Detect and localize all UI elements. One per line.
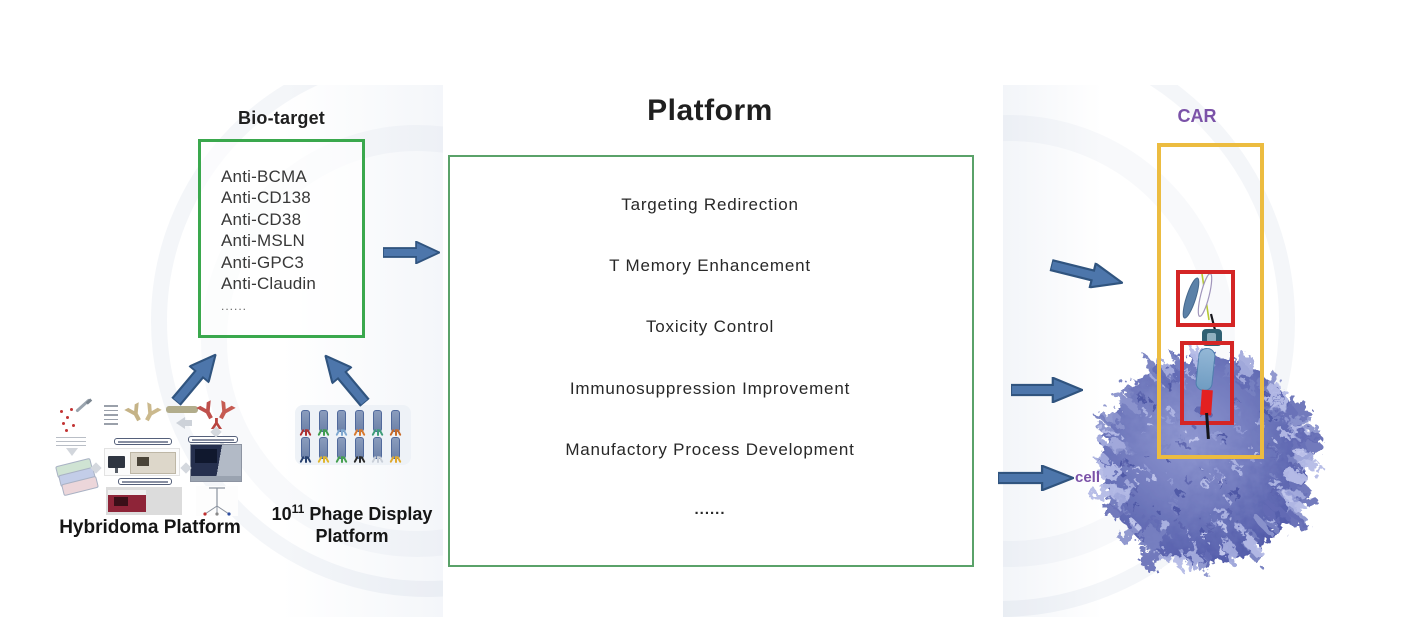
sequencer-instrument-image xyxy=(106,487,182,515)
scfv-highlight-box xyxy=(1176,270,1235,327)
phage-icon xyxy=(335,437,348,464)
phage-icon xyxy=(353,437,366,464)
mouse-immunization-sketch xyxy=(58,398,93,432)
bio-target-list: Anti-BCMA Anti-CD138 Anti-CD38 Anti-MSLN… xyxy=(221,166,316,318)
platform-item: T Memory Enhancement xyxy=(609,256,811,275)
left-arrow-icon xyxy=(176,417,192,429)
cell-label: cell xyxy=(1075,469,1101,486)
platform-item: Targeting Redirection xyxy=(621,195,799,214)
car-pointer-arrow-icon xyxy=(1048,252,1126,295)
phage-icon xyxy=(371,437,384,464)
cell-pointer-arrow-icon xyxy=(998,465,1074,491)
flow-cytometer-image xyxy=(190,444,242,482)
car-label: CAR xyxy=(1177,106,1217,126)
lab-stand-sketch xyxy=(196,486,238,516)
signaling-domain-icon xyxy=(1200,389,1213,416)
caption-lines xyxy=(56,434,86,449)
phage-icon xyxy=(317,437,330,464)
screening-instrument-image xyxy=(104,448,180,476)
bio-target-item: Anti-Claudin xyxy=(221,274,317,294)
bio-target-heading: Bio-target xyxy=(238,108,325,128)
phage-display-caption: 1011 Phage Display Platform xyxy=(271,502,433,546)
biotarget-to-platform-arrow-icon xyxy=(383,241,440,264)
scfv-domain-icon xyxy=(1182,273,1217,331)
platform-box xyxy=(448,155,974,567)
car-highlight-box xyxy=(1157,143,1264,459)
platform-title: Platform xyxy=(647,94,773,127)
down-arrow-icon xyxy=(66,448,78,456)
phage-row xyxy=(299,410,402,437)
bio-target-box xyxy=(198,139,365,338)
bio-target-item: Anti-CD38 xyxy=(221,209,302,229)
hybridoma-to-biotarget-arrow-icon xyxy=(166,346,226,410)
t-cell-image xyxy=(1089,344,1325,575)
platform-label-pill xyxy=(118,478,172,485)
bio-target-item: Anti-BCMA xyxy=(221,167,307,186)
bio-target-item: Anti-CD138 xyxy=(221,188,311,208)
phage-icon xyxy=(299,410,312,437)
hybridoma-platform-caption: Hybridoma Platform xyxy=(59,517,241,538)
label-pill xyxy=(166,406,198,413)
bio-target-item: Anti-GPC3 xyxy=(221,252,305,272)
antigen-list-sketch xyxy=(104,402,118,428)
phage-icon xyxy=(299,437,312,464)
platform-item: Manufactory Process Development xyxy=(565,440,855,459)
phage-icon xyxy=(389,437,402,464)
construct-pointer-arrow-icon xyxy=(1011,377,1083,403)
bio-target-ellipsis: ...... xyxy=(221,299,248,314)
phage-icon xyxy=(389,410,402,437)
phage-icon xyxy=(335,410,348,437)
platform-item: Toxicity Control xyxy=(645,317,775,336)
platform-label-pill xyxy=(188,436,238,443)
phage-icon xyxy=(353,410,366,437)
phage-display-image xyxy=(295,405,411,465)
phage-icon xyxy=(317,410,330,437)
platform-item: Immunosuppression Improvement xyxy=(569,379,851,398)
phage-to-biotarget-arrow-icon xyxy=(315,347,375,411)
phage-icon xyxy=(371,410,384,437)
phage-row xyxy=(299,437,402,464)
platform-ellipsis: ...... xyxy=(694,501,726,518)
bio-target-item: Anti-MSLN xyxy=(221,231,305,251)
platform-label-pill xyxy=(114,438,172,445)
